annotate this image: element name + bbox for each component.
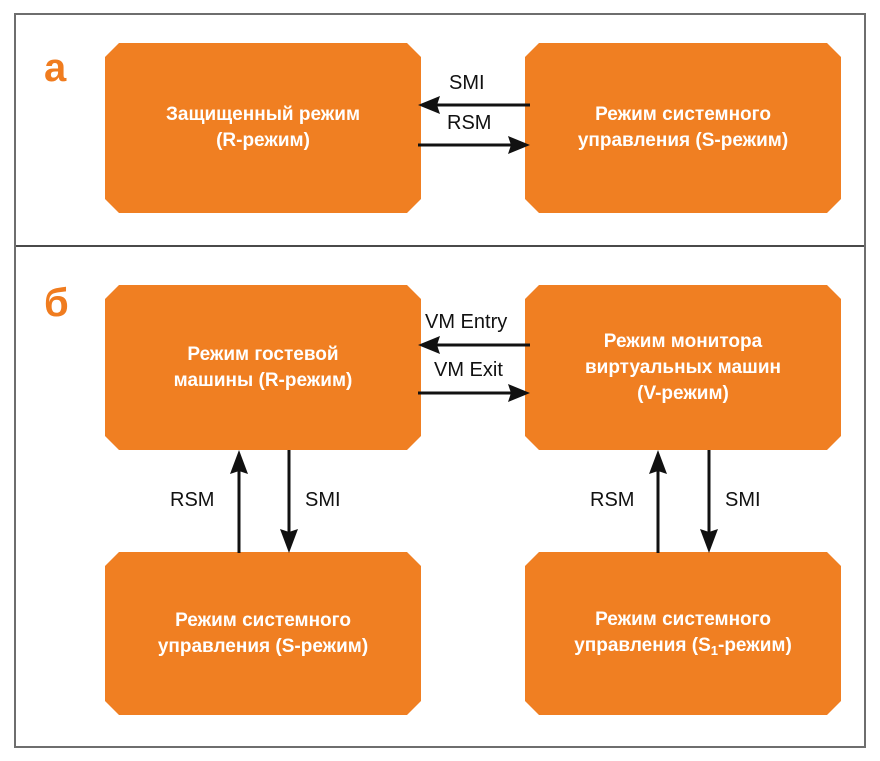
box-guest-mode[interactable]: Режим гостевой машины (R-режим): [105, 285, 421, 450]
arrow-vm-entry-label: VM Entry: [425, 311, 508, 333]
box-vmm-mode-label: Режим монитора виртуальных машин (V-режи…: [584, 330, 782, 404]
arrow-vm-exit-label: VM Exit: [434, 359, 503, 381]
panel-b-letter: б: [44, 281, 69, 325]
smm-right-pre: Режим системного управления (S: [574, 609, 771, 656]
box-system-management-mode-b-right-label: Режим системного управления (S1-режим): [574, 607, 792, 660]
panel-divider: [16, 245, 864, 247]
box-guest-mode-label: Режим гостевой машины (R-режим): [173, 343, 353, 391]
arrow-rsm-left-label: RSM: [170, 489, 215, 511]
arrow-smi-a-label: SMI: [449, 72, 485, 94]
arrow-smi-left-down: [280, 450, 298, 553]
box-system-management-mode-b-left[interactable]: Режим системного управления (S-режим): [105, 552, 421, 715]
arrow-rsm-right-label: RSM: [590, 489, 635, 511]
smm-right-post: -режим): [718, 635, 792, 656]
box-protected-mode[interactable]: Защищенный режим (R-режим): [105, 43, 421, 213]
box-vmm-mode[interactable]: Режим монитора виртуальных машин (V-режи…: [525, 285, 841, 450]
arrow-smi-left-label: SMI: [305, 489, 341, 511]
panel-a-letter: а: [44, 46, 67, 90]
arrow-smi-a: [418, 96, 530, 114]
arrow-rsm-a: [418, 136, 530, 154]
box-system-management-mode-a[interactable]: Режим системного управления (S-режим): [525, 43, 841, 213]
arrow-smi-right-label: SMI: [725, 489, 761, 511]
box-system-management-mode-b-left-label: Режим системного управления (S-режим): [157, 609, 369, 657]
arrow-rsm-right-up: [649, 450, 667, 553]
arrow-rsm-a-label: RSM: [447, 112, 492, 134]
box-system-management-mode-a-label: Режим системного управления (S-режим): [577, 104, 789, 151]
smm-right-subscript: 1: [710, 643, 718, 658]
arrow-smi-right-down: [700, 450, 718, 553]
arrow-rsm-left-up: [230, 450, 248, 553]
box-system-management-mode-b-right[interactable]: Режим системного управления (S1-режим): [525, 552, 841, 715]
box-protected-mode-label: Защищенный режим (R-режим): [165, 104, 361, 151]
arrow-vm-entry: [418, 336, 530, 354]
arrow-vm-exit: [418, 384, 530, 402]
